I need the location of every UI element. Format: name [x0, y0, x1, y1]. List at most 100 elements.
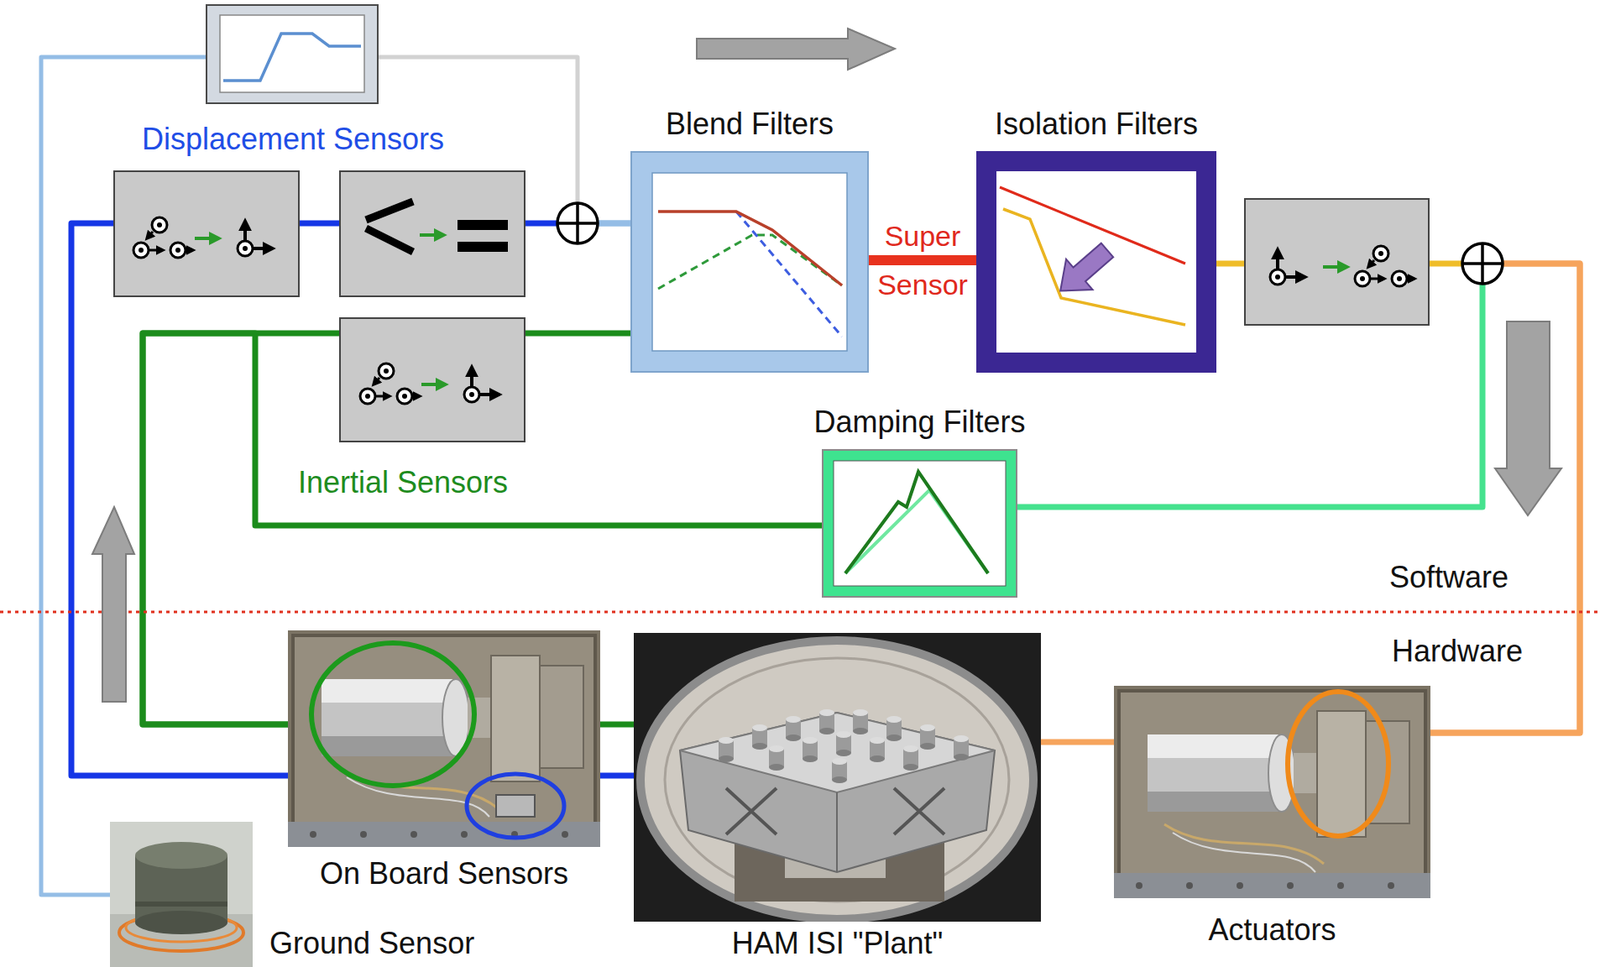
- summing-junction: [1462, 243, 1503, 284]
- ground-filter-box: [206, 5, 378, 104]
- art-use: [869, 737, 885, 763]
- art-rect: [321, 679, 456, 703]
- art-rect: [1147, 734, 1282, 812]
- art-rect: [1147, 791, 1282, 812]
- art-use: [194, 238, 219, 240]
- art-use: [819, 709, 835, 735]
- art-rect: [339, 171, 525, 297]
- art-rect: [1113, 685, 1431, 899]
- art-use: [852, 709, 868, 735]
- plant-artwork: [633, 632, 1041, 922]
- flow-arrow: [696, 28, 895, 70]
- art-circle: [557, 203, 598, 244]
- art-rect: [219, 15, 365, 93]
- art-use: [768, 745, 785, 771]
- art-polyline: [658, 211, 842, 286]
- divider-line: [0, 611, 1600, 614]
- art-use: [785, 716, 801, 742]
- art-rect: [633, 632, 1041, 922]
- art-circle: [1387, 882, 1395, 889]
- art-polygon: [679, 712, 995, 873]
- caption-block: Actuators: [1207, 913, 1336, 947]
- art-rect: [822, 449, 1017, 597]
- art-rect: [321, 736, 456, 757]
- caption-block: HAM ISI "Plant": [732, 926, 944, 961]
- art-use: [953, 735, 969, 761]
- art-path: [1164, 824, 1324, 864]
- art-polyline: [366, 228, 414, 252]
- art-rect: [631, 151, 868, 372]
- art-rect: [1118, 690, 1426, 894]
- art-circle: [1337, 882, 1344, 889]
- wire-segment: [868, 255, 977, 266]
- node-heading: Damping Filters: [813, 405, 1025, 440]
- signal-group-label: Displacement Sensors: [141, 122, 445, 157]
- art-ellipse: [640, 640, 1034, 920]
- art-use: [718, 737, 734, 763]
- art-polyline: [1003, 209, 1186, 325]
- art-circle: [561, 831, 569, 838]
- caption-block: Blend Filters: [665, 107, 834, 142]
- wire-segment: [1040, 739, 1114, 746]
- plant-photo: HAM ISI "Plant": [633, 632, 1041, 922]
- art-polygon: [679, 712, 995, 793]
- signal-wire: [1216, 263, 1580, 733]
- wire-segment: [600, 721, 634, 728]
- art-ellipse: [135, 841, 228, 869]
- ground-artwork: [109, 821, 253, 967]
- art-circle: [1462, 243, 1503, 284]
- art-rect: [996, 171, 1197, 353]
- art-rect: [539, 665, 584, 769]
- isolation-filter-box: Isolation Filters: [976, 151, 1217, 373]
- art-rect: [287, 630, 601, 848]
- caption-block: Ground Sensor: [269, 926, 475, 961]
- art-circle: [460, 831, 468, 838]
- art-rect: [1147, 734, 1282, 759]
- photo-caption: Actuators: [1207, 913, 1336, 947]
- art-circle: [1186, 882, 1193, 889]
- art-use: [237, 221, 272, 257]
- art-rect: [292, 635, 596, 842]
- art-rect: [457, 241, 508, 252]
- ground-sensor-photo: Ground Sensor: [109, 821, 253, 967]
- art-rect: [109, 821, 253, 967]
- edge-label-box: Super Sensor: [877, 211, 968, 309]
- signal-wire: [41, 57, 631, 895]
- art-circle: [410, 831, 418, 838]
- summing-junction: [557, 203, 598, 244]
- art-rect: [339, 318, 525, 442]
- art-line: [1480, 243, 1485, 284]
- edge-label: Super Sensor: [877, 219, 968, 301]
- art-use: [836, 731, 852, 757]
- art-polygon: [1046, 235, 1120, 307]
- art-rect: [1113, 873, 1431, 899]
- damp-artwork: [821, 449, 1018, 598]
- blend-artwork: [630, 151, 869, 373]
- art-use: [886, 716, 902, 742]
- art-g: [1046, 235, 1120, 307]
- art-polyline: [223, 33, 361, 81]
- art-rect: [496, 794, 535, 817]
- actuator-photo: Actuators: [1113, 685, 1431, 899]
- art-path: [726, 788, 945, 835]
- flow-arrow: [1495, 321, 1562, 516]
- art-circle: [1236, 882, 1244, 889]
- art-ellipse: [664, 658, 1010, 902]
- art-rect: [114, 171, 299, 297]
- art-rect: [321, 679, 456, 757]
- art-path: [1172, 832, 1316, 873]
- sensor-photo: On Board Sensors: [287, 630, 601, 848]
- transform-box: [1244, 198, 1429, 325]
- art-polyline: [366, 201, 414, 220]
- region-label: Hardware: [1391, 634, 1523, 669]
- signal-wire: [868, 260, 977, 262]
- art-use: [831, 758, 848, 784]
- art-use: [1354, 245, 1415, 287]
- photo-caption: On Board Sensors: [319, 857, 569, 891]
- art-rect: [652, 172, 848, 351]
- art-use: [360, 363, 420, 404]
- art-rect: [976, 151, 1217, 373]
- node-heading: Isolation Filters: [994, 107, 1198, 142]
- art-use: [903, 745, 919, 771]
